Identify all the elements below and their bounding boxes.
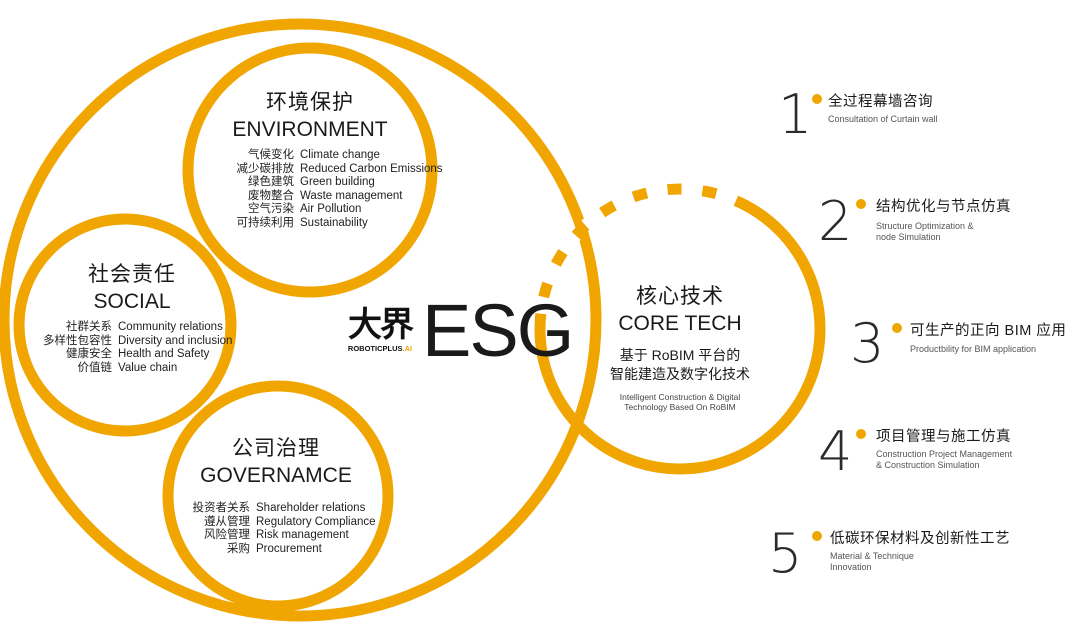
social-circle	[13, 213, 237, 437]
step-number: 5	[768, 522, 803, 585]
step-number: 2	[818, 190, 853, 253]
outer-ring	[0, 18, 602, 622]
step-subtitle: Structure Optimization &node Simulation	[876, 221, 974, 242]
logo-zh: 大界	[348, 305, 414, 345]
core-tech-section: 核心技术 CORE TECH 基于 RoBIM 平台的 智能建造及数字化技术 I…	[580, 280, 780, 412]
social-title-zh: 社会责任	[88, 263, 176, 286]
company-logo: 大界 ROBOTICPLUS.AI	[338, 308, 422, 353]
environment-title-en: ENVIRONMENT	[232, 118, 388, 141]
bullet-dot-icon	[856, 429, 866, 439]
step-number: 3	[850, 312, 885, 375]
step-title: 结构优化与节点仿真	[876, 199, 1011, 215]
social-title-en: SOCIAL	[93, 290, 171, 313]
logo-en: ROBOTICPLUS.AI	[347, 344, 413, 353]
step-number: 4	[818, 420, 853, 483]
core-tech-circle	[534, 183, 826, 475]
environment-section: 环境保护 ENVIRONMENT	[210, 86, 410, 142]
step-title: 可生产的正向 BIM 应用	[910, 323, 1067, 339]
step-subtitle: Consultation of Curtain wall	[828, 114, 938, 124]
social-section: 社会责任 SOCIAL	[52, 258, 212, 314]
esg-heading: ESG	[422, 289, 574, 372]
step-title: 低碳环保材料及创新性工艺	[830, 531, 1010, 547]
step-title: 全过程幕墙咨询	[828, 94, 933, 110]
bullet-dot-icon	[812, 531, 822, 541]
core-title-zh: 核心技术	[636, 285, 724, 308]
step-number: 1	[778, 83, 813, 146]
step-title: 项目管理与施工仿真	[876, 429, 1011, 445]
environment-title-zh: 环境保护	[266, 91, 354, 114]
environment-circle	[182, 42, 438, 298]
step-subtitle: Construction Project Management& Constru…	[876, 449, 1013, 470]
core-title-en: CORE TECH	[618, 312, 742, 335]
governance-section: 公司治理 GOVERNAMCE	[186, 432, 366, 488]
governance-title-en: GOVERNAMCE	[200, 464, 352, 487]
step-subtitle: Productbility for BIM application	[910, 344, 1037, 354]
core-subtitle-zh: 基于 RoBIM 平台的 智能建造及数字化技术	[610, 347, 750, 382]
bullet-dot-icon	[892, 323, 902, 333]
core-subtitle-en: Intelligent Construction & Digital Techn…	[619, 392, 741, 412]
governance-title-zh: 公司治理	[232, 437, 320, 460]
bullet-dot-icon	[856, 199, 866, 209]
governance-circle	[162, 380, 394, 612]
bullet-dot-icon	[812, 94, 822, 104]
